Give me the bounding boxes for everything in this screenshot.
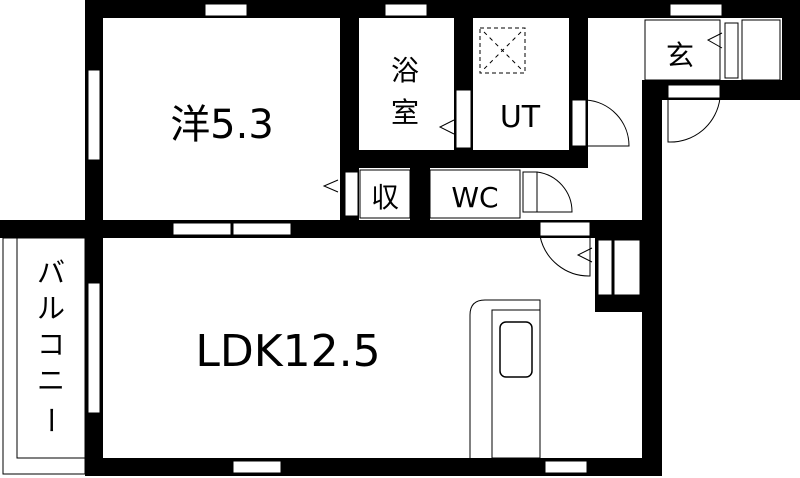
- window: [232, 222, 292, 236]
- balcony-inner: [16, 237, 86, 459]
- entrance-label: 玄: [666, 39, 694, 72]
- door-arrow-icon: [438, 119, 455, 135]
- entrance-step: [667, 84, 721, 99]
- balcony-char: ー: [34, 406, 67, 434]
- sink-icon: [499, 321, 533, 378]
- toilet-label: WC: [451, 181, 498, 214]
- window: [87, 282, 101, 414]
- storage-door[interactable]: [344, 171, 359, 217]
- balcony-char: ル: [37, 292, 65, 325]
- bottom-wall: [85, 458, 662, 476]
- ventilation-icon-x: [483, 31, 522, 70]
- door-swing: [667, 97, 721, 143]
- ldk-label: LDK12.5: [195, 326, 380, 377]
- windows: [87, 3, 723, 474]
- balcony-char: ニ: [37, 364, 65, 397]
- hall-closet-inner: [613, 239, 641, 296]
- door-arrow-icon: [322, 179, 339, 193]
- entrance-right-wall: [782, 0, 800, 100]
- bath-label-1: 浴: [391, 54, 419, 87]
- door-swing: [536, 171, 573, 213]
- window: [204, 3, 248, 17]
- window: [172, 222, 232, 236]
- wc-door[interactable]: [522, 171, 538, 213]
- entrance-floor: [644, 19, 721, 81]
- shoe-box: [741, 19, 781, 81]
- balcony-label: バ ル コ ニ ー: [34, 256, 67, 434]
- bedroom-ldk-wall: [0, 220, 642, 238]
- hall-closet: [597, 239, 613, 296]
- wc-area: [429, 169, 521, 219]
- door-arrow-icon: [706, 32, 723, 49]
- ut-door[interactable]: [571, 99, 587, 147]
- entrance-block-wall: [642, 80, 800, 100]
- door-swing: [539, 235, 591, 277]
- window: [384, 3, 428, 17]
- top-wall: [85, 0, 800, 18]
- hall-door[interactable]: [539, 221, 591, 237]
- right-wall: [642, 80, 662, 476]
- entrance-door[interactable]: [724, 22, 739, 79]
- window: [669, 3, 723, 17]
- storage-wc-wall: [410, 168, 430, 228]
- balcony-char: コ: [37, 328, 65, 361]
- western-room-label: 洋5.3: [170, 102, 274, 148]
- utility-label: UT: [500, 100, 541, 135]
- ventilation-icon: [479, 27, 526, 74]
- bath-bottom-wall: [340, 150, 588, 168]
- storage-label: 収: [371, 181, 399, 214]
- door-arrow-icon: [576, 247, 593, 263]
- bath-door[interactable]: [455, 89, 472, 149]
- bath-label-2: 室: [391, 96, 419, 129]
- balcony-char: バ: [37, 256, 65, 289]
- window: [544, 460, 588, 474]
- window: [232, 460, 282, 474]
- window: [87, 69, 101, 161]
- storage-area: [359, 169, 411, 219]
- door-swing: [585, 99, 630, 147]
